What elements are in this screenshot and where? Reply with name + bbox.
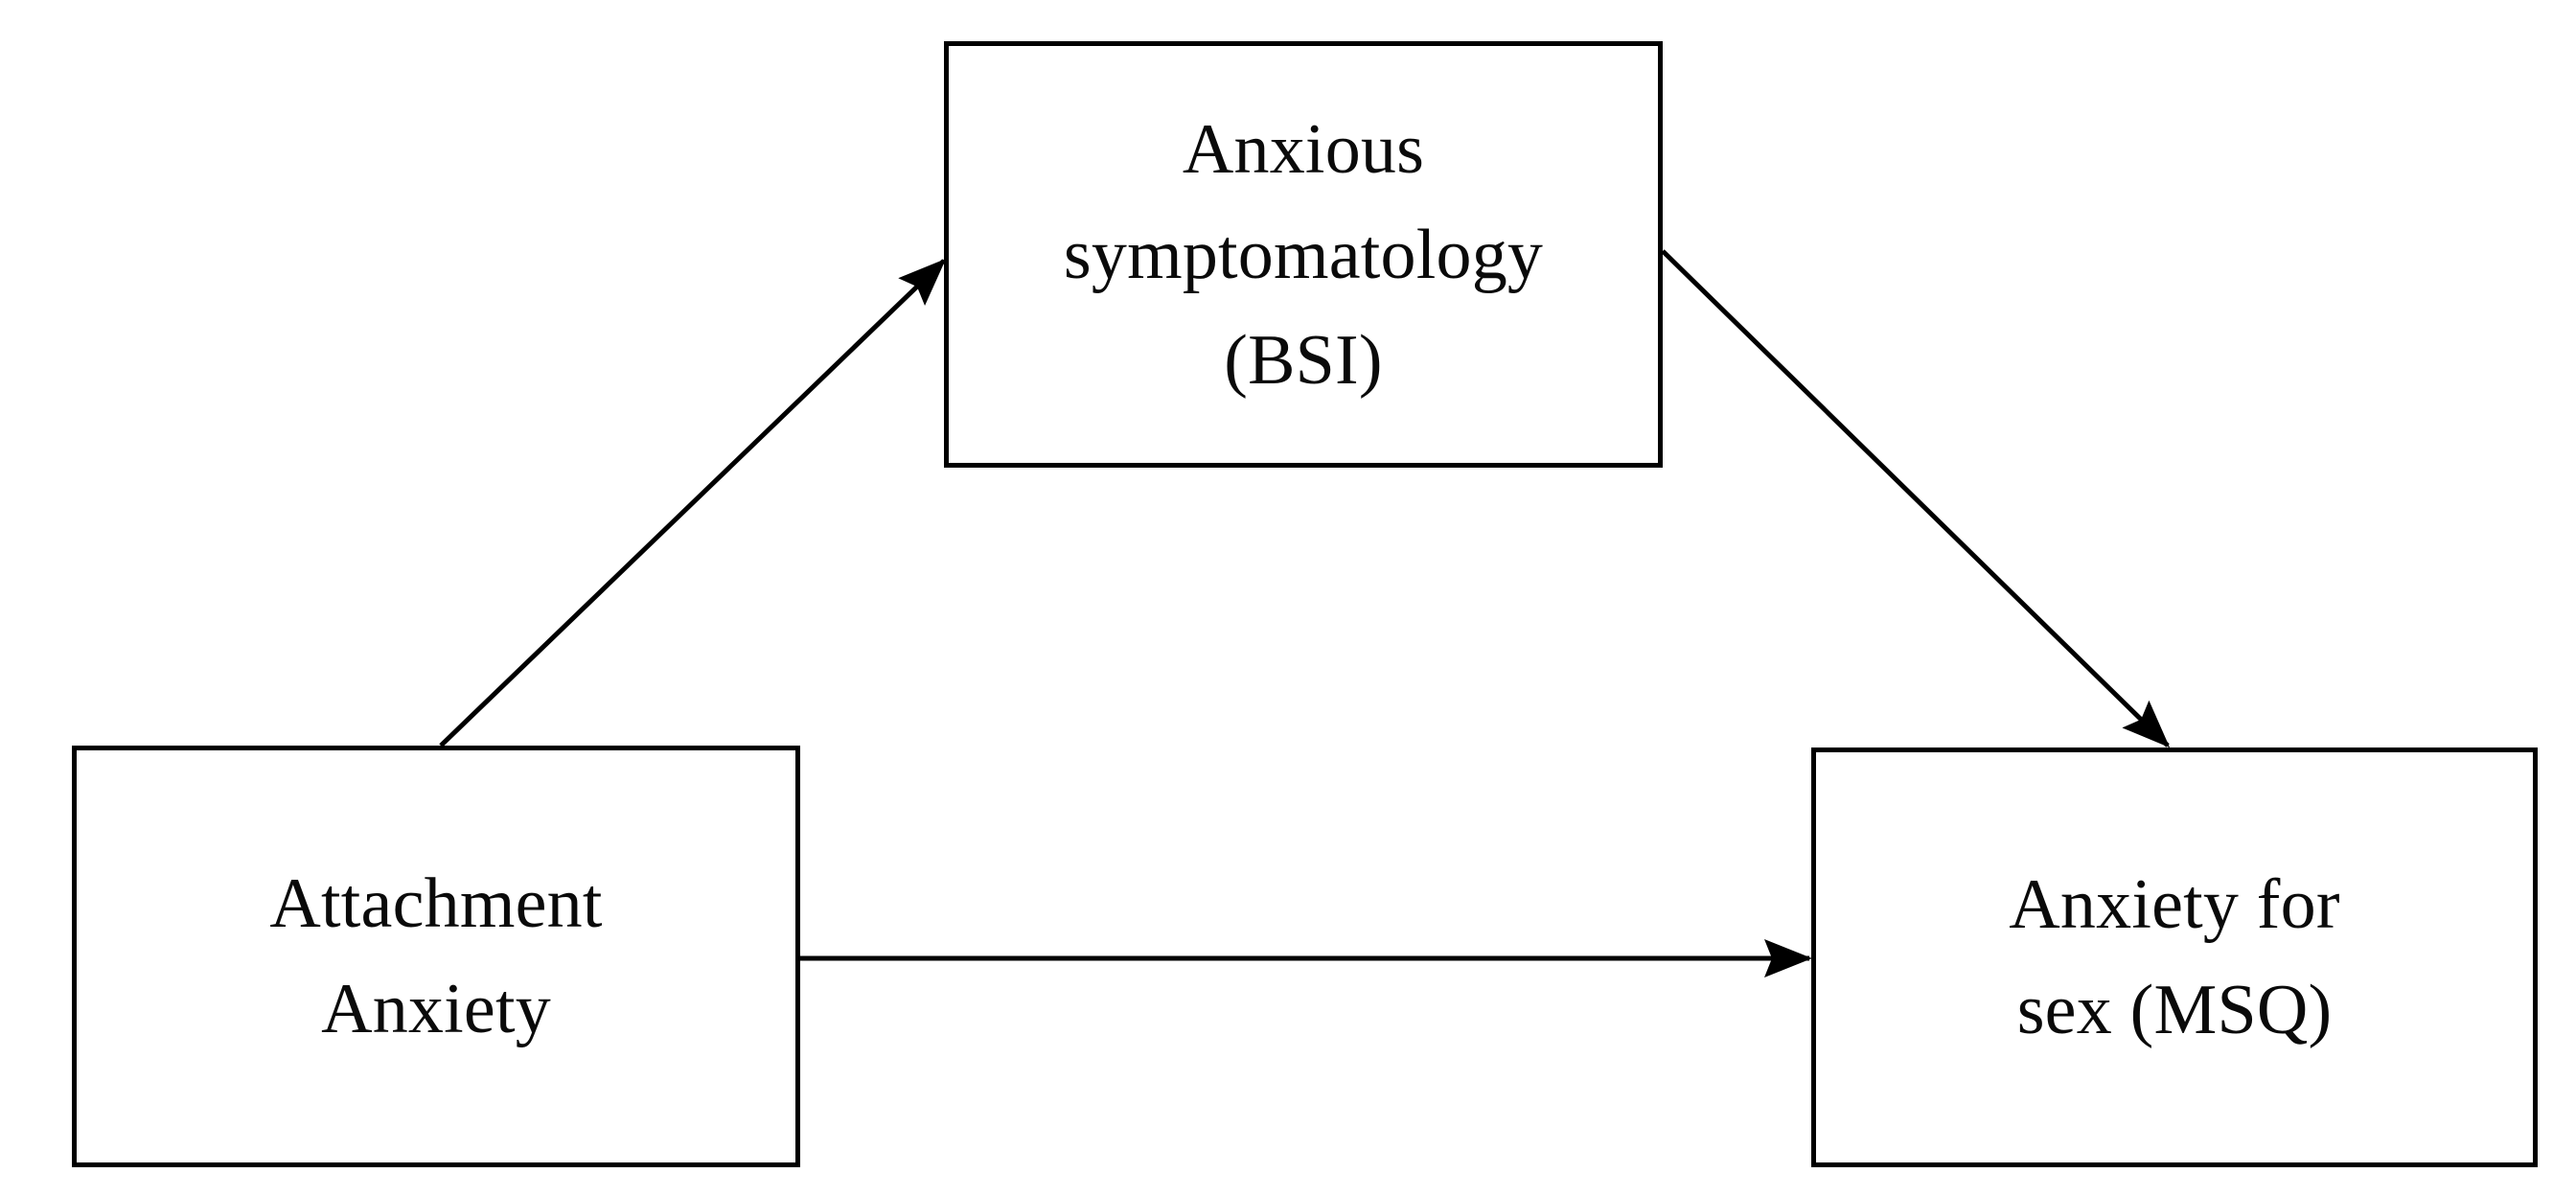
node-outcome-line-2: sex (MSQ) (2016, 971, 2333, 1049)
node-mediator-line-3: (BSI) (1224, 320, 1383, 400)
node-predictor-line-2: Anxiety (321, 970, 551, 1048)
node-predictor-line-1: Attachment (269, 864, 603, 943)
edge-attachment-to-bsi (439, 258, 947, 748)
node-anxiety-for-sex: Anxiety for sex (MSQ) (1811, 748, 2538, 1167)
node-mediator-line-1: Anxious (1182, 109, 1425, 189)
node-outcome-line-1: Anxiety for (2009, 865, 2340, 944)
node-anxious-symptomatology: Anxious symptomatology (BSI) (944, 41, 1663, 468)
node-attachment-anxiety: Attachment Anxiety (72, 746, 800, 1167)
node-mediator-line-2: symptomatology (1063, 215, 1544, 294)
edge-bsi-to-msq (1661, 249, 2171, 748)
